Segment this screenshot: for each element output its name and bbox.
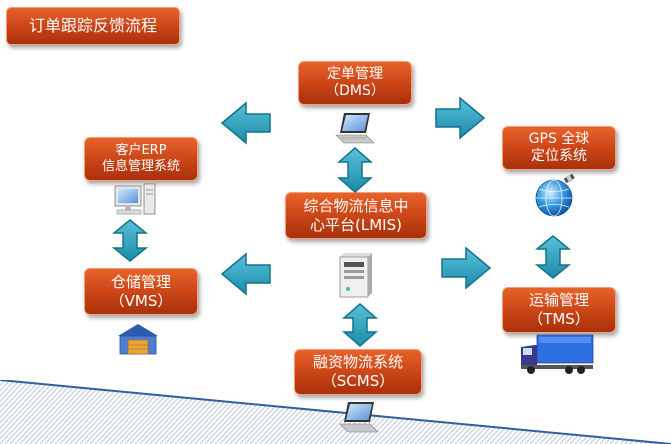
- double-arrow-dms-lmis: [337, 147, 373, 193]
- erp-node: 客户ERP 信息管理系统: [84, 137, 198, 181]
- tms-line1: 运输管理: [528, 291, 589, 310]
- gps-node: GPS 全球 定位系统: [502, 126, 616, 170]
- arrow-left-middle: [220, 252, 271, 296]
- warehouse-icon: [118, 324, 158, 355]
- erp-line1: 客户ERP: [115, 142, 167, 158]
- laptop-icon: [339, 402, 379, 433]
- laptop-icon: [335, 113, 375, 144]
- lmis-line2: 心平台(LMIS): [310, 215, 402, 234]
- dms-line1: 定单管理: [327, 65, 383, 82]
- scms-node: 融资物流系统 （SCMS）: [294, 349, 422, 395]
- page-title: 订单跟踪反馈流程: [6, 7, 180, 45]
- truck-icon: [521, 334, 594, 374]
- arrow-left-top: [220, 101, 271, 145]
- scms-line2: （SCMS）: [321, 372, 395, 390]
- erp-line2: 信息管理系统: [101, 159, 180, 174]
- lmis-node: 综合物流信息中 心平台(LMIS): [285, 192, 427, 239]
- arrow-right-top: [435, 96, 486, 140]
- vms-line1: 仓储管理: [110, 272, 171, 291]
- vms-node: 仓储管理 （VMS）: [84, 268, 198, 315]
- double-arrow-erp-vms: [111, 219, 149, 262]
- lmis-line1: 综合物流信息中: [303, 196, 409, 215]
- scms-line1: 融资物流系统: [312, 353, 403, 372]
- desktop-computer-icon: [114, 183, 156, 215]
- globe-satellite-icon: [535, 173, 575, 217]
- vms-line2: （VMS）: [109, 291, 173, 310]
- dms-node: 定单管理 （DMS）: [298, 61, 412, 105]
- double-arrow-gps-tms: [534, 235, 572, 279]
- decorative-stripes: [0, 380, 671, 444]
- server-icon: [339, 253, 372, 298]
- tms-line2: （TMS）: [528, 310, 590, 328]
- double-arrow-lmis-scms: [342, 303, 378, 347]
- dms-line2: （DMS）: [325, 83, 385, 99]
- tms-node: 运输管理 （TMS）: [502, 287, 616, 333]
- gps-line1: GPS 全球: [528, 130, 590, 147]
- arrow-right-middle: [441, 246, 492, 290]
- gps-line2: 定位系统: [531, 148, 587, 164]
- page-title-text: 订单跟踪反馈流程: [28, 16, 157, 35]
